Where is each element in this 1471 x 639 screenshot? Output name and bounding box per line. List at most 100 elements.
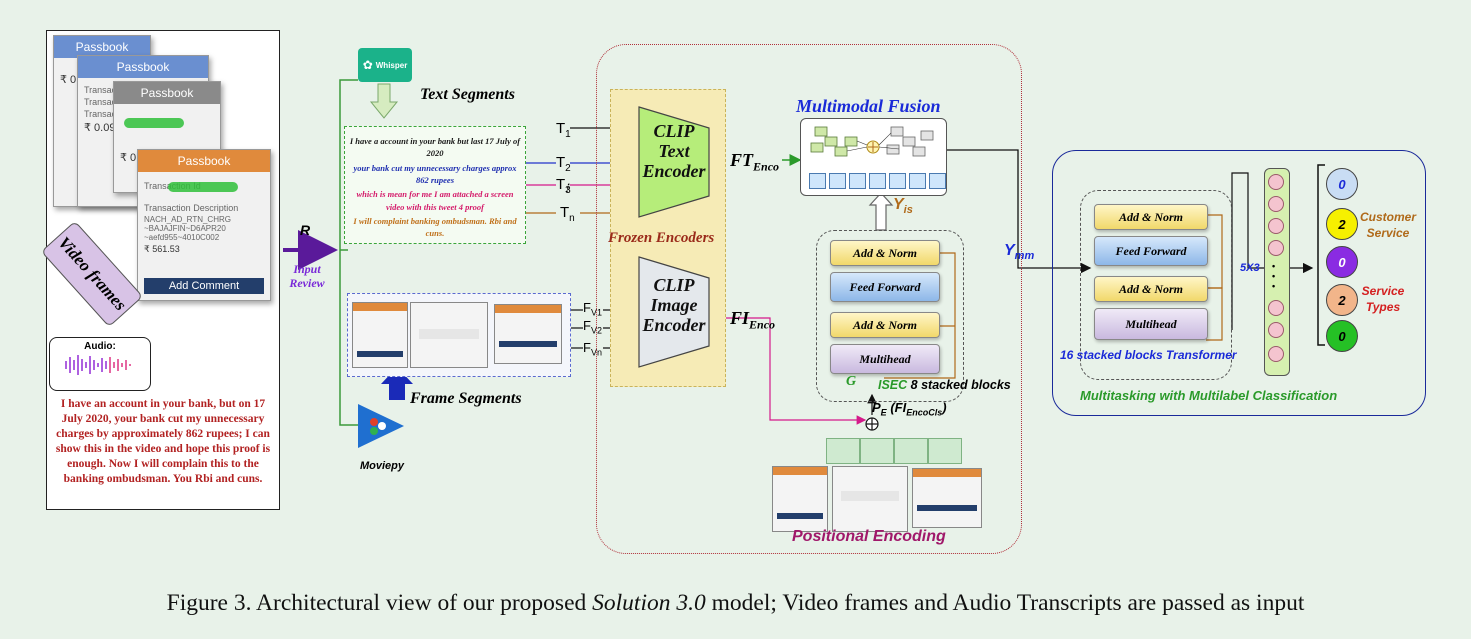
- fi-enco-label: FIEnco: [730, 308, 775, 333]
- isec-stack-outline: [816, 230, 964, 402]
- caption-model: Solution 3.0: [592, 590, 706, 616]
- dot: •: [1272, 270, 1276, 281]
- fi-text: FI: [730, 308, 750, 328]
- fusion-token: [869, 173, 886, 189]
- column-node: [1268, 218, 1284, 234]
- frame-segments-box: [347, 293, 571, 377]
- row-label: Transaction Description: [144, 203, 239, 213]
- g-label: G: [846, 374, 857, 389]
- fusion-token: [809, 173, 826, 189]
- transformer-caption: 16 stacked blocks Transformer: [1060, 348, 1237, 362]
- ft-text: FT: [730, 150, 754, 170]
- token-tn: Tn: [560, 204, 575, 224]
- positional-frame: [772, 466, 828, 532]
- caption-suffix: model; Video frames and Audio Transcript…: [705, 590, 1305, 616]
- y-mm-subscript: mm: [1014, 250, 1035, 263]
- text-segment-line: I have a account in your bank but last 1…: [349, 136, 521, 159]
- fusion-token-row: [809, 173, 946, 189]
- column-node: [1268, 322, 1284, 338]
- audio-box: Audio:: [49, 337, 151, 391]
- column-node: [1268, 174, 1284, 190]
- multimodal-fusion-box: [800, 118, 947, 196]
- pe-p: P: [872, 400, 881, 415]
- multitask-region: [1052, 150, 1426, 416]
- isec-caption: ISEC 8 stacked blocks: [878, 378, 1011, 392]
- pe-fi: (FI: [890, 400, 907, 415]
- image-encoder-label: CLIP Image Encoder: [642, 275, 706, 335]
- audio-label: Audio:: [84, 341, 116, 352]
- output-circle: 2: [1326, 284, 1358, 316]
- y-is-text: Y: [893, 196, 904, 213]
- whisper-logo: ✿ Whisper: [358, 48, 412, 82]
- audio-transcript: I have an account in your bank, but on 1…: [55, 398, 271, 485]
- output-circle: 0: [1326, 168, 1358, 200]
- fusion-token: [849, 173, 866, 189]
- token-t1: T1: [556, 120, 571, 140]
- moviepy-icon: [358, 404, 404, 448]
- phone-title-main: Passbook: [138, 150, 270, 172]
- text-encoder-label: CLIP Text Encoder: [642, 121, 706, 181]
- input-review-label: Input Review: [289, 262, 325, 291]
- amount-value: ₹ 561.53: [144, 244, 180, 254]
- tf-add-norm-bottom: Add & Norm: [1094, 276, 1208, 302]
- tf-feed-forward: Feed Forward: [1094, 236, 1208, 266]
- positional-cell: [826, 438, 860, 464]
- positional-cell: [894, 438, 928, 464]
- service-types-label: Service Types: [1361, 284, 1405, 314]
- vertical-ellipsis: ⋮: [562, 183, 572, 194]
- add-comment-button: Add Comment: [144, 278, 264, 294]
- text-segments-box: I have a account in your bank but last 1…: [344, 126, 526, 244]
- y-is-label: Yis: [893, 196, 913, 216]
- dot: •: [1272, 280, 1276, 291]
- tf-add-norm-top: Add & Norm: [1094, 204, 1208, 230]
- column-node: [1268, 346, 1284, 362]
- frame-thumbnail: [410, 302, 488, 368]
- column-node: [1268, 240, 1284, 256]
- partial-amount: ₹ 0.09: [84, 122, 116, 134]
- positional-frame: [832, 466, 908, 532]
- fusion-token: [889, 173, 906, 189]
- fusion-network-icon: [810, 126, 934, 157]
- multimodal-fusion-title: Multimodal Fusion: [796, 96, 941, 116]
- video-frames-label: Video frames: [40, 220, 144, 328]
- positional-cell: [928, 438, 962, 464]
- ft-enco-label: FTEnco: [730, 150, 779, 175]
- figure-caption: Figure 3. Architectural view of our prop…: [0, 590, 1471, 617]
- redaction-mark: [168, 182, 238, 192]
- shape-label: 5X3: [1240, 262, 1260, 274]
- isec-add-norm-top: Add & Norm: [830, 240, 940, 266]
- isec-stacked: 8 stacked blocks: [910, 378, 1011, 392]
- dot: •: [1272, 261, 1276, 271]
- positional-encoding-label: Positional Encoding: [792, 528, 946, 545]
- output-circle: 0: [1326, 246, 1358, 278]
- text-segment-line: which is mean for me I am attached a scr…: [356, 189, 514, 212]
- text-encoder-shape: [638, 106, 710, 218]
- image-encoder-shape: [638, 256, 710, 368]
- whisper-icon: ✿: [362, 57, 373, 72]
- frame-segments-title: Frame Segments: [410, 390, 522, 407]
- isec-feed-forward: Feed Forward: [830, 272, 940, 302]
- output-circle: 0: [1326, 320, 1358, 352]
- whisper-label: Whisper: [375, 60, 408, 70]
- output-circle: 2: [1326, 208, 1358, 240]
- token-t3: T3: [556, 176, 571, 196]
- y-mm-label: Ymm: [1004, 242, 1034, 262]
- column-node: [1268, 300, 1284, 316]
- redaction-mark: [124, 118, 184, 128]
- moviepy-label: Moviepy: [360, 460, 405, 472]
- input-panel: Passbook ₹ 0.09 Passbook Transaction Id …: [40, 30, 280, 510]
- tf-multihead: Multihead: [1094, 308, 1208, 340]
- pe-close: ): [942, 400, 947, 415]
- column-dots: • • •: [1272, 261, 1276, 292]
- isec-multihead: Multihead: [830, 344, 940, 374]
- description-value: NACH_AD_RTN_CHRG ~BAJAJFIN~D6APR20 ~aefd…: [144, 215, 231, 242]
- phone-title-2: Passbook: [78, 56, 208, 78]
- text-segment-line: I will complaint banking ombudsman. Rbi …: [353, 215, 517, 239]
- multitask-label: Multitasking with Multilabel Classificat…: [1080, 388, 1338, 403]
- pe-sub: E: [880, 407, 887, 418]
- caption-prefix: Figure 3. Architectural view of our prop…: [166, 590, 593, 616]
- token-t2: T2: [556, 154, 571, 174]
- y-is-subscript: is: [903, 204, 913, 217]
- frozen-encoders-label: Frozen Encoders: [608, 230, 715, 246]
- fi-subscript: Enco: [749, 317, 776, 332]
